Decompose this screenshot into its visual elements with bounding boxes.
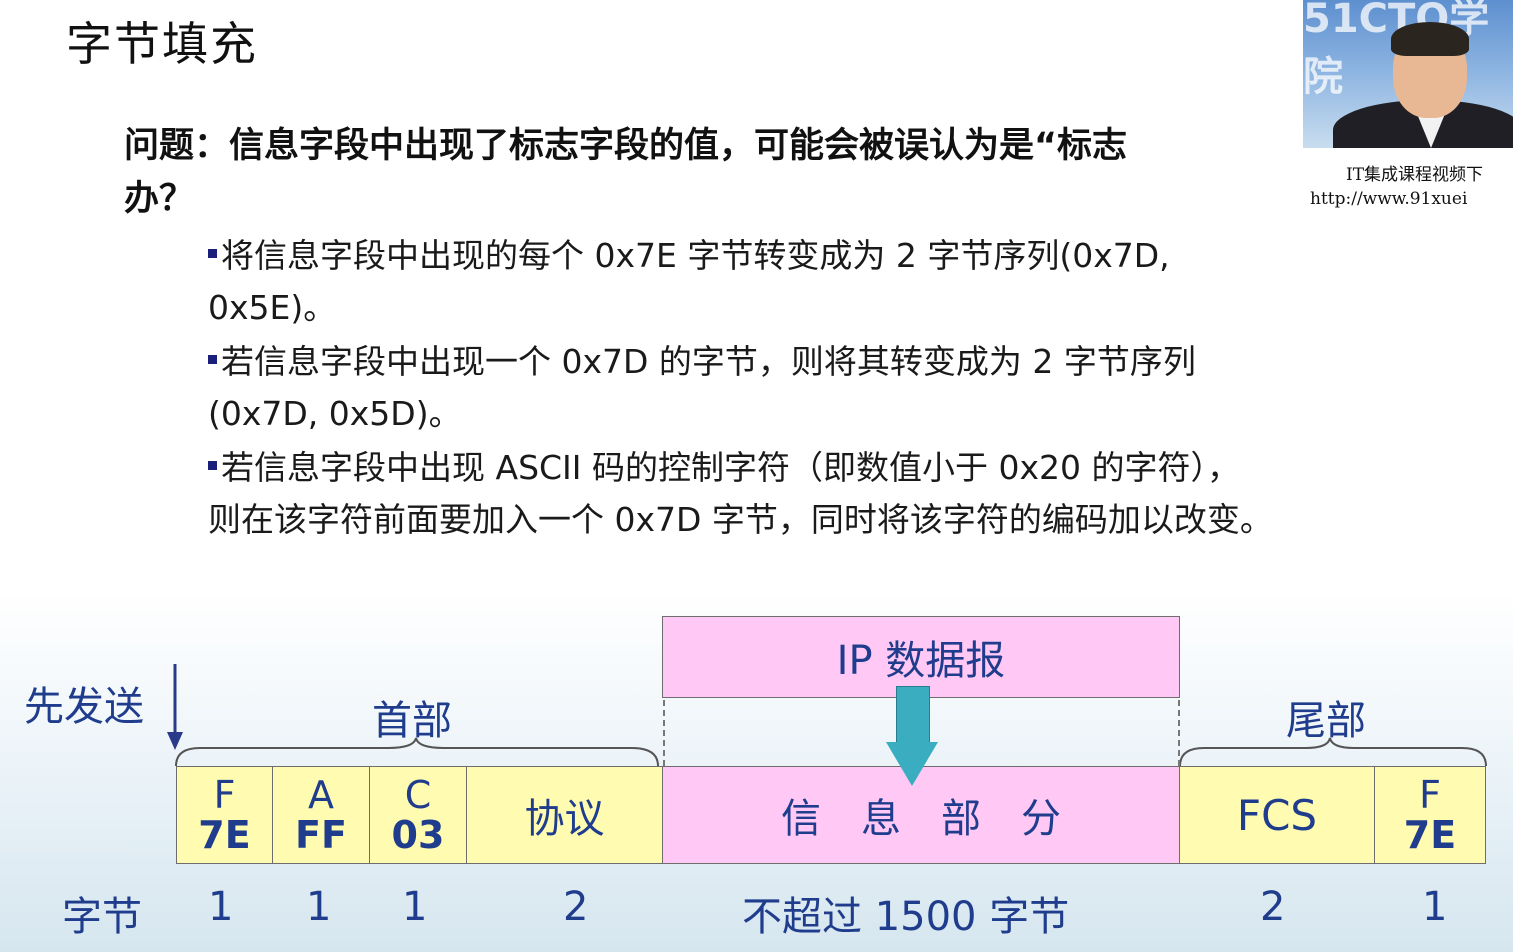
byte-count-fcs: 2 <box>1260 884 1286 930</box>
field-name: F <box>1419 773 1441 817</box>
down-arrow-icon <box>886 742 938 786</box>
send-direction-arrow-icon <box>167 664 183 750</box>
header-label: 首部 <box>372 698 452 744</box>
field-value: FF <box>295 813 347 857</box>
send-first-label: 先发送 <box>24 684 144 730</box>
bullet-2-line-1: 若信息字段中出现一个 0x7D 的字节，则将其转变成为 2 字节序列 <box>221 342 1196 381</box>
presenter-video-thumbnail: 51CTO学院 <box>1303 0 1513 148</box>
presenter-hair <box>1391 22 1469 56</box>
bullet-square-icon <box>208 249 217 258</box>
bullet-3-line-1: 若信息字段中出现 ASCII 码的控制字符（即数值小于 0x20 的字符）， <box>221 448 1241 487</box>
trailer-brace <box>1179 737 1487 767</box>
field-name: FCS <box>1236 790 1318 840</box>
field-name: A <box>308 773 334 817</box>
field-fcs: FCS <box>1179 766 1375 864</box>
field-value: 7E <box>198 813 251 857</box>
byte-count-flag-start: 1 <box>208 884 234 930</box>
bullet-2: 若信息字段中出现一个 0x7D 的字节，则将其转变成为 2 字节序列 (0x7D… <box>208 336 1448 440</box>
field-name: 协议 <box>524 796 605 842</box>
bullet-square-icon <box>208 355 217 364</box>
dashed-guide-right <box>1178 700 1180 766</box>
byte-count-address: 1 <box>306 884 332 930</box>
field-control: C 03 <box>369 766 467 864</box>
bullet-1: 将信息字段中出现的每个 0x7E 字节转变成为 2 字节序列(0x7D, 0x5… <box>208 230 1408 334</box>
slide-title: 字节填充 <box>66 17 258 71</box>
video-caption-1: IT集成课程视频下 <box>1346 165 1484 185</box>
ip-datagram-box: IP 数据报 <box>662 616 1180 698</box>
down-arrow-shaft <box>896 686 930 746</box>
trailer-label: 尾部 <box>1286 698 1366 744</box>
byte-count-control: 1 <box>402 884 428 930</box>
bullet-1-line-1: 将信息字段中出现的每个 0x7E 字节转变成为 2 字节序列(0x7D, <box>221 236 1170 275</box>
field-name: C <box>404 773 432 817</box>
bullet-1-line-2: 0x5E)。 <box>208 288 337 327</box>
field-address: A FF <box>272 766 370 864</box>
field-value: 7E <box>1403 813 1457 857</box>
field-name: 信 息 部 分 <box>781 796 1061 842</box>
bytes-row-label: 字节 <box>62 894 142 940</box>
dashed-guide-left <box>663 700 665 766</box>
field-name: F <box>213 773 236 817</box>
byte-count-information: 不超过 1500 字节 <box>742 894 1070 940</box>
header-brace <box>175 737 659 767</box>
field-value: 03 <box>391 813 445 857</box>
field-protocol: 协议 <box>466 766 663 864</box>
question-line-1: 问题：信息字段中出现了标志字段的值，可能会被误认为是“标志 <box>124 126 1128 166</box>
bullet-3: 若信息字段中出现 ASCII 码的控制字符（即数值小于 0x20 的字符）， 则… <box>208 442 1508 546</box>
byte-count-protocol: 2 <box>563 884 589 930</box>
field-flag-end: F 7E <box>1374 766 1486 864</box>
byte-count-flag-end: 1 <box>1422 884 1448 930</box>
bullet-square-icon <box>208 461 217 470</box>
bullet-3-line-2: 则在该字符前面要加入一个 0x7D 字节，同时将该字符的编码加以改变。 <box>208 500 1273 539</box>
field-flag-start: F 7E <box>176 766 273 864</box>
bullet-2-line-2: (0x7D, 0x5D)。 <box>208 394 462 433</box>
video-caption-2: http://www.91xuei <box>1310 189 1468 209</box>
question-line-2: 办？ <box>124 179 195 219</box>
